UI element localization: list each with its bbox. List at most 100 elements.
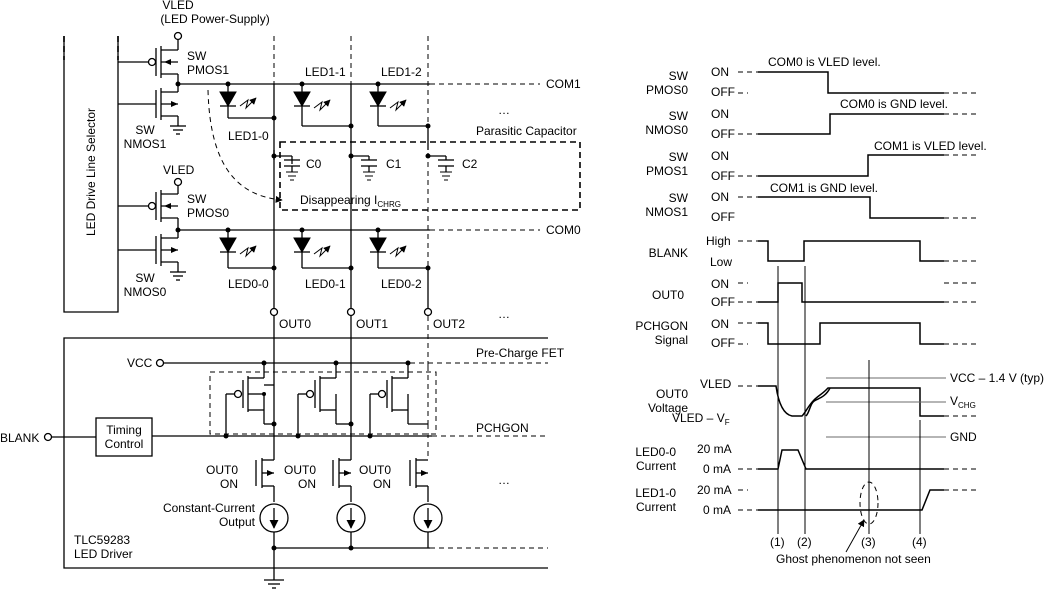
row-nmos0-name-2: NMOS0 xyxy=(645,123,688,137)
sw-pmos1: SW PMOS1 xyxy=(118,40,229,84)
row-blank-low: Low xyxy=(710,255,732,269)
led0-1 xyxy=(293,230,351,269)
driver-label-2: LED Driver xyxy=(74,547,133,561)
out0-on-2-b: ON xyxy=(298,477,316,491)
com1-line: COM1 xyxy=(175,77,581,91)
out0-on-3-b: ON xyxy=(373,477,391,491)
vled-level-label: VLED xyxy=(700,377,732,391)
vled-mid-terminal xyxy=(173,177,183,187)
out-ellipsis: … xyxy=(498,307,510,321)
note-com1-gnd: COM1 is GND level. xyxy=(770,181,878,195)
led00-20ma: 20 mA xyxy=(697,442,732,456)
led1-0 xyxy=(219,84,274,119)
row-labels: SW PMOS0 ON OFF SW NMOS0 ON OFF SW PMOS1… xyxy=(635,65,735,350)
row-out0-name: OUT0 xyxy=(652,288,684,302)
voltage-name-2: Voltage xyxy=(648,401,688,415)
sw-nmos0-label-2: NMOS0 xyxy=(124,285,167,299)
led-row-0: LED0-0 LED0-1 LED0-2 xyxy=(219,230,431,291)
led00-name-1: LED0-0 xyxy=(635,445,676,459)
vled-mid-label: VLED xyxy=(163,163,195,177)
precharge-fet-1 xyxy=(297,363,354,436)
row-nmos0-name-1: SW xyxy=(669,109,689,123)
note-com0-gnd: COM0 is GND level. xyxy=(840,97,948,111)
led-drive-line-selector: LED Drive Line Selector xyxy=(63,36,119,313)
switch-ellipsis: … xyxy=(498,473,510,487)
led0-2-label: LED0-2 xyxy=(381,277,422,291)
marker-4: (4) xyxy=(912,535,927,549)
vled-top-terminal xyxy=(173,31,183,41)
vled-top-sub: (LED Power-Supply) xyxy=(160,12,269,26)
row-nmos1-on: ON xyxy=(711,190,729,204)
row-pchgon-name-1: PCHGON xyxy=(635,319,688,333)
c2-label: C2 xyxy=(462,157,478,171)
row-pchgon-name-2: Signal xyxy=(655,333,688,347)
led00-name-2: Current xyxy=(636,459,677,473)
row-out0-on: ON xyxy=(711,277,729,291)
sw-nmos0-label-1: SW xyxy=(135,271,155,285)
led0-0 xyxy=(219,230,274,269)
com0-line: COM0 xyxy=(175,223,581,237)
precharge-fet-box xyxy=(209,371,437,435)
led10-name-1: LED1-0 xyxy=(635,486,676,500)
row-blank-name: BLANK xyxy=(649,246,688,260)
driver-label-1: TLC59283 xyxy=(74,533,130,547)
precharge-fet-0 xyxy=(225,363,277,436)
row-pmos0-name-1: SW xyxy=(669,69,689,83)
sw-pmos1-label-1: SW xyxy=(187,49,207,63)
led1-1-label: LED1-1 xyxy=(305,65,346,79)
led1-2 xyxy=(369,84,428,127)
gnd-label: GND xyxy=(950,430,977,444)
out0-on-1-b: ON xyxy=(220,477,238,491)
pchgon-label: PCHGON xyxy=(476,421,529,435)
row-pmos1-name-2: PMOS1 xyxy=(646,164,688,178)
timing-control-box xyxy=(95,417,153,457)
row-pmos1-name-1: SW xyxy=(669,150,689,164)
timing-chart: SW PMOS0 ON OFF SW NMOS0 ON OFF SW PMOS1… xyxy=(635,55,1044,566)
led10-current: LED1-0 Current 20 mA 0 mA xyxy=(635,483,976,517)
note-com1-vled: COM1 is VLED level. xyxy=(874,139,987,153)
sw-pmos0-label-1: SW xyxy=(187,192,207,206)
row1-ellipsis: … xyxy=(498,103,510,117)
vled-top-label: VLED xyxy=(162,0,194,12)
row-pmos0-off: OFF xyxy=(711,85,735,99)
row-nmos0-off: OFF xyxy=(711,127,735,141)
sw-pmos0-label-2: PMOS0 xyxy=(187,206,229,220)
out2-label: OUT2 xyxy=(433,317,465,331)
led0-2 xyxy=(369,230,428,269)
current-sources: Constant-Current Output xyxy=(163,501,548,589)
blank-timing: BLANK Timing Control PCHGON xyxy=(0,417,548,457)
led1-2-label: LED1-2 xyxy=(381,65,422,79)
voltage-name-1: OUT0 xyxy=(656,387,688,401)
row-blank-high: High xyxy=(706,234,731,248)
ghost-label: Ghost phenomenon not seen xyxy=(776,552,931,566)
sw-nmos1-label-1: SW xyxy=(135,123,155,137)
sw-nmos0: SW NMOS0 xyxy=(118,230,186,299)
row-pmos1-on: ON xyxy=(711,149,729,163)
out-switches: OUT0 ON OUT0 ON OUT0 ON … xyxy=(206,424,510,502)
vcc-line: VCC Pre-Charge FET xyxy=(127,346,565,370)
parasitic-capacitor: Parasitic Capacitor C0 C1 xyxy=(207,89,581,211)
row-nmos1-off: OFF xyxy=(711,210,735,224)
out-columns xyxy=(273,36,429,308)
led00-0ma: 0 mA xyxy=(703,462,731,476)
out0-voltage: OUT0 Voltage VLED VLED – VF VCC – 1.4 V … xyxy=(648,371,1044,444)
sw-nmos1: SW NMOS1 xyxy=(118,84,186,151)
precharge-fet-2 xyxy=(369,363,429,436)
precharge-label: Pre-Charge FET xyxy=(476,346,565,360)
time-markers: (1) (2) (3) (4) Ghost phenomenon not see… xyxy=(770,266,931,566)
row-nmos1-name-2: NMOS1 xyxy=(645,205,688,219)
row-pmos0-on: ON xyxy=(711,65,729,79)
disappearing-label: Disappearing ICHRG xyxy=(300,193,401,209)
row-out0-off: OFF xyxy=(711,295,735,309)
led00-current: LED0-0 Current 20 mA 0 mA xyxy=(635,442,976,476)
out0-on-2-a: OUT0 xyxy=(284,463,316,477)
led10-20ma: 20 mA xyxy=(697,483,732,497)
row-pmos0-name-2: PMOS0 xyxy=(646,83,688,97)
vcc-label: VCC xyxy=(127,356,153,370)
sw-pmos1-label-2: PMOS1 xyxy=(187,63,229,77)
com0-label: COM0 xyxy=(546,223,581,237)
sw-pmos0: SW PMOS0 xyxy=(118,186,229,230)
cc-label-2: Output xyxy=(219,515,256,529)
out-terminals: OUT0 OUT1 OUT2 … xyxy=(269,307,510,366)
